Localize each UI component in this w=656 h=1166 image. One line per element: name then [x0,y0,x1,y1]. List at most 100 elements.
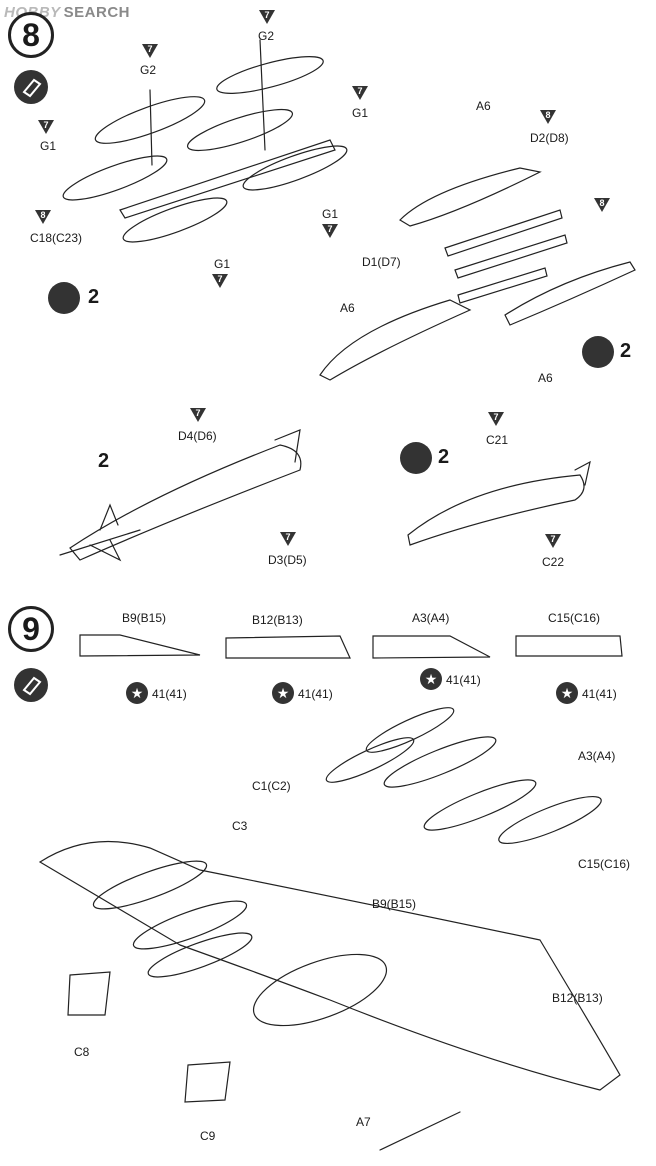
label-d2: D2(D8) [530,131,569,145]
label-c3: C3 [232,819,248,833]
label-a7: A7 [356,1115,371,1129]
paint-color-triangle [142,44,158,58]
part-a7 [379,1111,461,1151]
paint-color-triangle [322,224,338,238]
make-two-icon [48,282,80,314]
label-c22: C22 [542,555,565,569]
paint-color-number: 8 [599,198,605,208]
paint-color-triangle [280,532,296,546]
label-g2: G2 [140,63,157,77]
label-d3: D3(D5) [268,553,307,567]
decal-star-icon: ★ [420,668,442,690]
label-c15: C15(C16) [578,857,631,871]
paint-color-number: 8 [545,110,551,120]
pylon-c15 [515,635,623,657]
label-g1: G1 [40,139,57,153]
part-c9 [184,1061,231,1103]
quantity-label: 2 [98,450,110,472]
paint-color-triangle [540,110,556,124]
bomb-g1-right [242,145,348,191]
pod-d4 [69,444,302,561]
label-a6: A6 [340,301,355,315]
missile-a6-left [319,299,472,381]
make-two-icon [582,336,614,368]
label-c1: C1(C2) [252,779,291,793]
paint-color-number: 8 [40,210,46,220]
decal-star-icon: ★ [272,682,294,704]
bomb-g1-mid [186,108,294,152]
launcher-rail-d2 [444,209,563,257]
bomb-g1-left [62,155,168,201]
label-c8: C8 [74,1045,90,1059]
bomb-g2-right [216,56,324,94]
part-c8 [67,971,111,1016]
label-c15: C15(C16) [548,611,601,625]
paint-color-triangle [352,86,368,100]
label-g1: G1 [322,207,339,221]
paint-color-number: 7 [357,86,363,96]
label-a6: A6 [538,371,553,385]
label-decal: 41(41) [152,687,187,701]
label-g1: G1 [214,257,231,271]
label-c18: C18(C23) [30,231,83,245]
label-decal: 41(41) [446,673,481,687]
label-b9: B9(B15) [372,897,417,911]
decal-star-icon: ★ [126,682,148,704]
tank-c21-c22 [407,474,585,546]
label-a3: A3(A4) [578,749,616,763]
paint-color-triangle [38,120,54,134]
paint-color-triangle [35,210,51,224]
paint-color-number: 7 [217,274,223,284]
paint-color-triangle [488,412,504,426]
paint-color-number: 7 [264,10,270,20]
paint-color-triangle [545,534,561,548]
label-g1: G1 [352,106,369,120]
watermark-text: SEARCH [63,4,131,21]
quantity-label: 2 [438,446,450,468]
paint-color-number: 7 [550,534,556,544]
label-d1: D1(D7) [362,255,401,269]
make-two-icon [400,442,432,474]
pylon-a3 [372,635,491,659]
paint-color-triangle [212,274,228,288]
pylon-b9 [79,634,201,657]
label-a6: A6 [476,99,491,113]
label-b12: B12(B13) [252,613,303,627]
quantity-label: 2 [88,286,100,308]
paint-color-number: 7 [493,412,499,422]
paint-color-number: 7 [195,408,201,418]
label-a3: A3(A4) [412,611,450,625]
label-c9: C9 [200,1129,216,1143]
label-b9: B9(B15) [122,611,167,625]
cement-icon-graphic [22,676,42,696]
bomb-g1-bottom [122,197,228,243]
decal-star-icon: ★ [556,682,578,704]
paint-color-number: 7 [327,224,333,234]
centerline-tank [252,953,388,1027]
launcher-rail-d1 [457,267,548,304]
pylon-b12 [225,635,351,659]
label-b12: B12(B13) [552,991,603,1005]
label-decal: 41(41) [298,687,333,701]
paint-color-triangle [190,408,206,422]
launcher-rail-d2b [454,234,568,279]
paint-color-number: 7 [43,120,49,130]
cement-icon [14,668,48,702]
missile-a6-top [399,167,542,227]
label-decal: 41(41) [582,687,617,701]
bomb-g2-left [94,96,206,144]
multi-rack-pylon [119,139,336,219]
paint-color-triangle [594,198,610,212]
quantity-label: 2 [620,340,632,362]
missile-a6-right [504,261,636,326]
step-8-number: 8 [8,12,54,58]
label-c21: C21 [486,433,509,447]
paint-color-number: 7 [285,532,291,542]
label-d4: D4(D6) [178,429,217,443]
paint-color-triangle [259,10,275,24]
paint-color-number: 7 [147,44,153,54]
aircraft-wing-outline [38,840,621,1091]
cement-icon [14,70,48,104]
cement-icon-graphic [22,78,42,98]
